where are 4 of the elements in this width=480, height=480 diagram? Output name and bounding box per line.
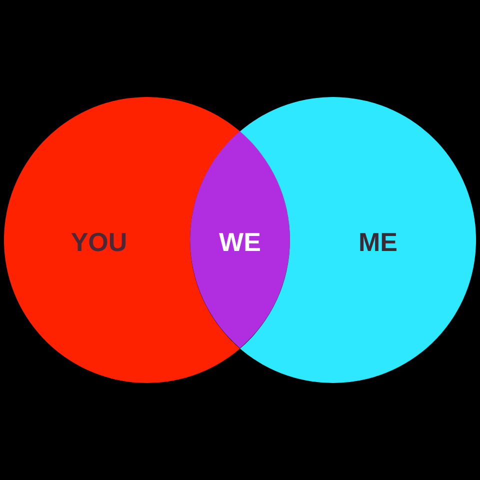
region-label: WE [219, 228, 261, 255]
overlap-region [190, 131, 290, 349]
region-label: YOU [70, 229, 128, 255]
region-label: ME [358, 229, 398, 255]
